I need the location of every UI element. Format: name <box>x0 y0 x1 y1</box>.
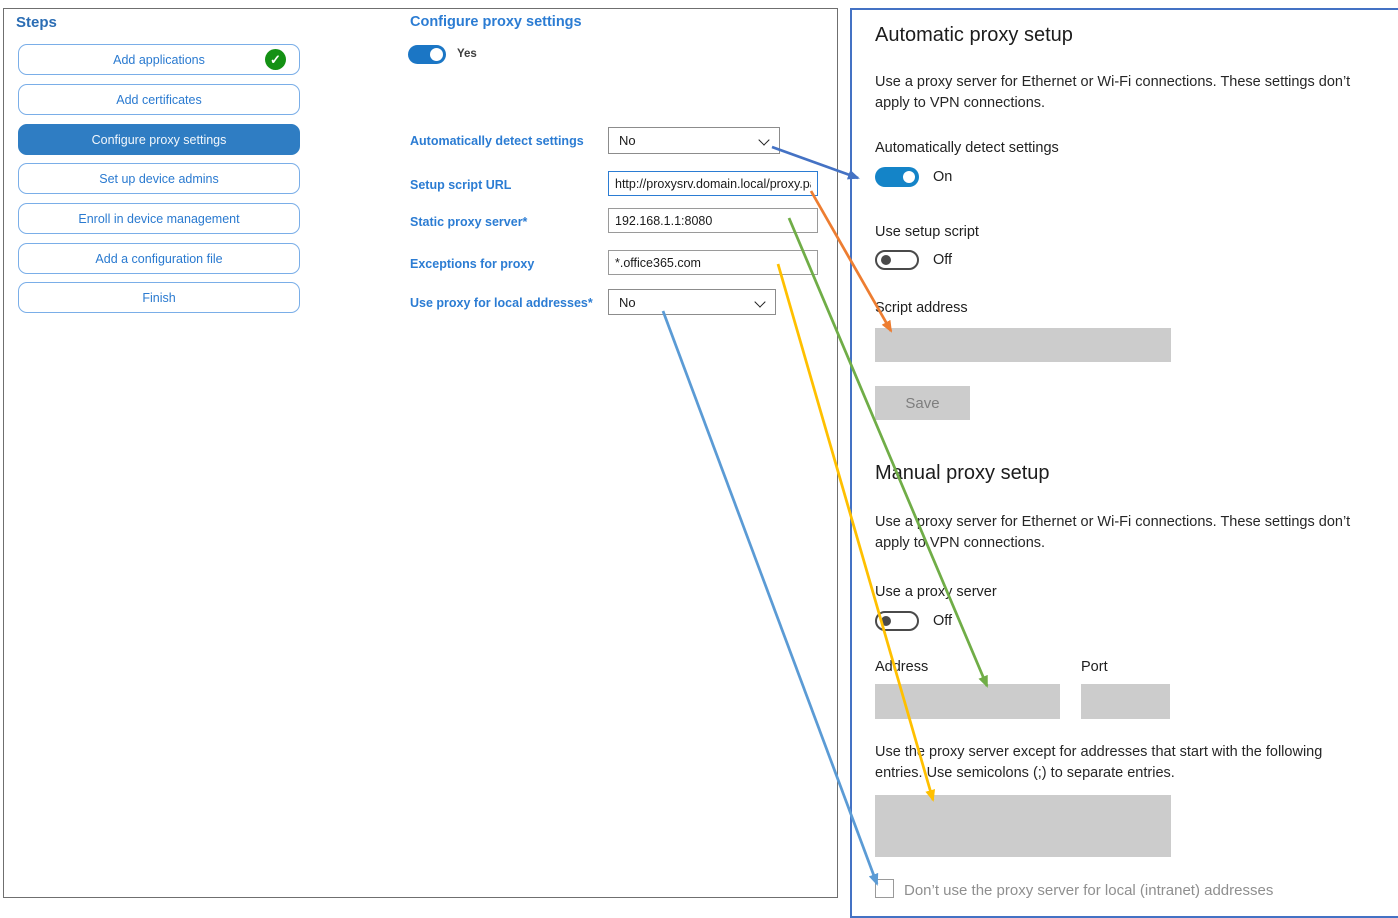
page-title: Configure proxy settings <box>410 14 582 30</box>
script-address-label: Script address <box>875 300 968 316</box>
toggle-knob <box>881 255 891 265</box>
automatic-proxy-description: Use a proxy server for Ethernet or Wi-Fi… <box>875 74 1351 111</box>
steps-header: Steps <box>16 14 57 31</box>
sidebar-item-enroll-in-device-management[interactable]: Enroll in device management <box>18 203 300 234</box>
sidebar-item-label: Finish <box>142 290 176 305</box>
sidebar-item-finish[interactable]: Finish <box>18 282 300 313</box>
configure-proxy-toggle[interactable] <box>408 45 446 64</box>
use-proxy-for-local-addresses-select[interactable]: No <box>608 289 776 315</box>
field-label-use-proxy-for-local-addresses: Use proxy for local addresses* <box>410 296 593 310</box>
field-label-static-proxy-server: Static proxy server* <box>410 215 528 229</box>
proxy-port-input[interactable] <box>1081 684 1170 719</box>
manual-proxy-description: Use a proxy server for Ethernet or Wi-Fi… <box>875 514 1351 551</box>
use-a-proxy-server-toggle[interactable] <box>875 611 919 631</box>
sidebar-item-label: Configure proxy settings <box>91 132 227 147</box>
script-address-input[interactable] <box>875 328 1171 362</box>
select-value: No <box>619 294 636 310</box>
sidebar-item-add-a-configuration-file[interactable]: Add a configuration file <box>18 243 300 274</box>
sidebar-item-label: Set up device admins <box>99 171 219 186</box>
chevron-down-icon <box>758 134 770 146</box>
proxy-address-input[interactable] <box>875 684 1060 719</box>
detect-settings-label: Automatically detect settings <box>875 140 1059 156</box>
configure-proxy-toggle-state: Yes <box>457 48 477 60</box>
proxy-exceptions-textarea[interactable] <box>875 795 1171 857</box>
setup-script-url-input[interactable] <box>608 171 818 196</box>
sidebar-item-label: Add a configuration file <box>95 251 223 266</box>
local-addresses-checkbox[interactable] <box>875 879 894 898</box>
completed-check-icon: ✓ <box>265 49 286 70</box>
use-a-proxy-server-state: Off <box>933 613 953 629</box>
static-proxy-server-input[interactable] <box>608 208 818 233</box>
sidebar-item-set-up-device-admins[interactable]: Set up device admins <box>18 163 300 194</box>
automatic-proxy-setup-heading: Automatic proxy setup <box>875 24 1073 46</box>
proxy-exceptions-description: Use the proxy server except for addresse… <box>875 744 1323 781</box>
use-setup-script-state: Off <box>933 252 953 268</box>
automatically-detect-settings-select[interactable]: No <box>608 127 780 154</box>
toggle-knob <box>881 616 891 626</box>
toggle-knob <box>430 48 443 61</box>
manual-proxy-setup-heading: Manual proxy setup <box>875 462 1050 484</box>
chevron-down-icon <box>754 296 766 308</box>
use-setup-script-toggle[interactable] <box>875 250 919 270</box>
exceptions-for-proxy-input[interactable] <box>608 250 818 275</box>
field-label-setup-script-url: Setup script URL <box>410 178 512 192</box>
detect-settings-state: On <box>933 169 953 185</box>
sidebar-item-configure-proxy-settings[interactable]: Configure proxy settings <box>18 124 300 155</box>
field-label-exceptions-for-proxy: Exceptions for proxy <box>410 257 535 271</box>
save-button[interactable]: Save <box>875 386 970 420</box>
sidebar-item-add-certificates[interactable]: Add certificates <box>18 84 300 115</box>
port-label: Port <box>1081 659 1108 675</box>
sidebar-item-label: Add applications <box>113 52 205 67</box>
select-value: No <box>619 133 636 148</box>
address-label: Address <box>875 659 929 675</box>
toggle-knob <box>903 171 915 183</box>
sidebar-item-add-applications[interactable]: Add applications <box>18 44 300 75</box>
sidebar-item-label: Add certificates <box>116 92 202 107</box>
local-addresses-checkbox-label: Don’t use the proxy server for local (in… <box>904 882 1274 899</box>
use-a-proxy-server-label: Use a proxy server <box>875 584 997 600</box>
use-setup-script-label: Use setup script <box>875 224 979 240</box>
field-label-automatically-detect-settings: Automatically detect settings <box>410 134 584 148</box>
sidebar-item-label: Enroll in device management <box>78 211 240 226</box>
detect-settings-toggle[interactable] <box>875 167 919 187</box>
